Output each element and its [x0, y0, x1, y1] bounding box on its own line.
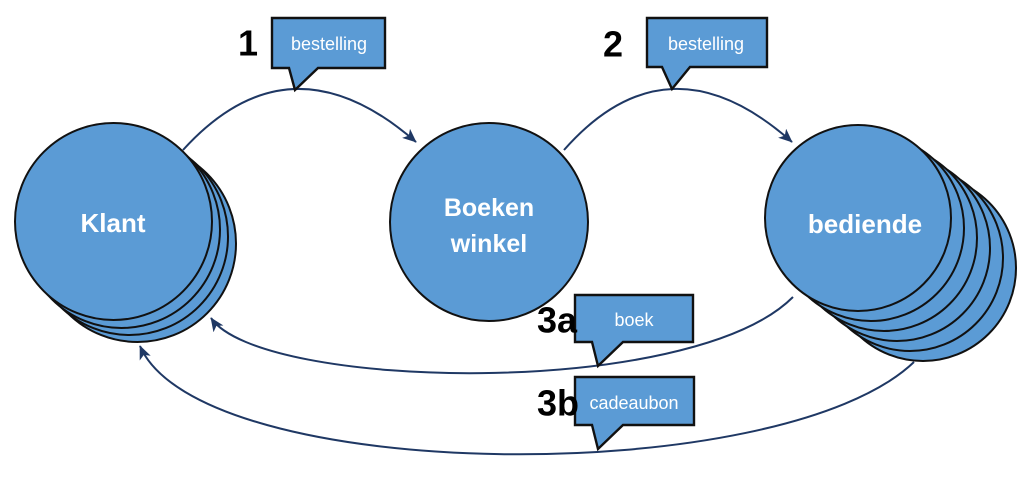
callout-label-step-2: bestelling: [668, 34, 744, 54]
boekenwinkel-circle: [389, 122, 589, 322]
klant-label: Klant: [81, 208, 146, 238]
arrow-step-2: [563, 88, 793, 151]
callout-step-3a: boek: [573, 293, 695, 369]
callout-shape-step-2: [645, 16, 769, 92]
bediende-label: bediende: [808, 209, 922, 239]
callout-shape-step-3b: [573, 375, 696, 452]
node-bediende: [764, 124, 1017, 362]
callout-label-step-3b: cadeaubon: [589, 393, 678, 413]
arrow-step-1: [182, 88, 417, 151]
node-boekenwinkel: [389, 122, 589, 322]
boekenwinkel-label-line1: Boeken: [444, 194, 534, 222]
arrow-step-3b: [139, 345, 915, 456]
callout-label-step-3a: boek: [614, 310, 654, 330]
callout-label-step-1: bestelling: [291, 34, 367, 54]
step-number-1: 1: [238, 23, 258, 64]
boekenwinkel-label-line2: winkel: [450, 230, 527, 258]
arrow-step-3a: [210, 296, 794, 375]
bediende-stack-circle: [764, 124, 952, 312]
callout-step-3b: cadeaubon: [573, 375, 696, 452]
callout-step-1: bestelling: [270, 16, 387, 93]
klant-stack-circle: [14, 122, 213, 321]
step-number-3a: 3a: [537, 300, 578, 341]
step-number-2: 2: [603, 24, 623, 65]
callout-shape-step-1: [270, 16, 387, 93]
step-number-3b: 3b: [537, 383, 579, 424]
callout-shape-step-3a: [573, 293, 695, 369]
node-klant: [14, 122, 237, 343]
callout-step-2: bestelling: [645, 16, 769, 92]
